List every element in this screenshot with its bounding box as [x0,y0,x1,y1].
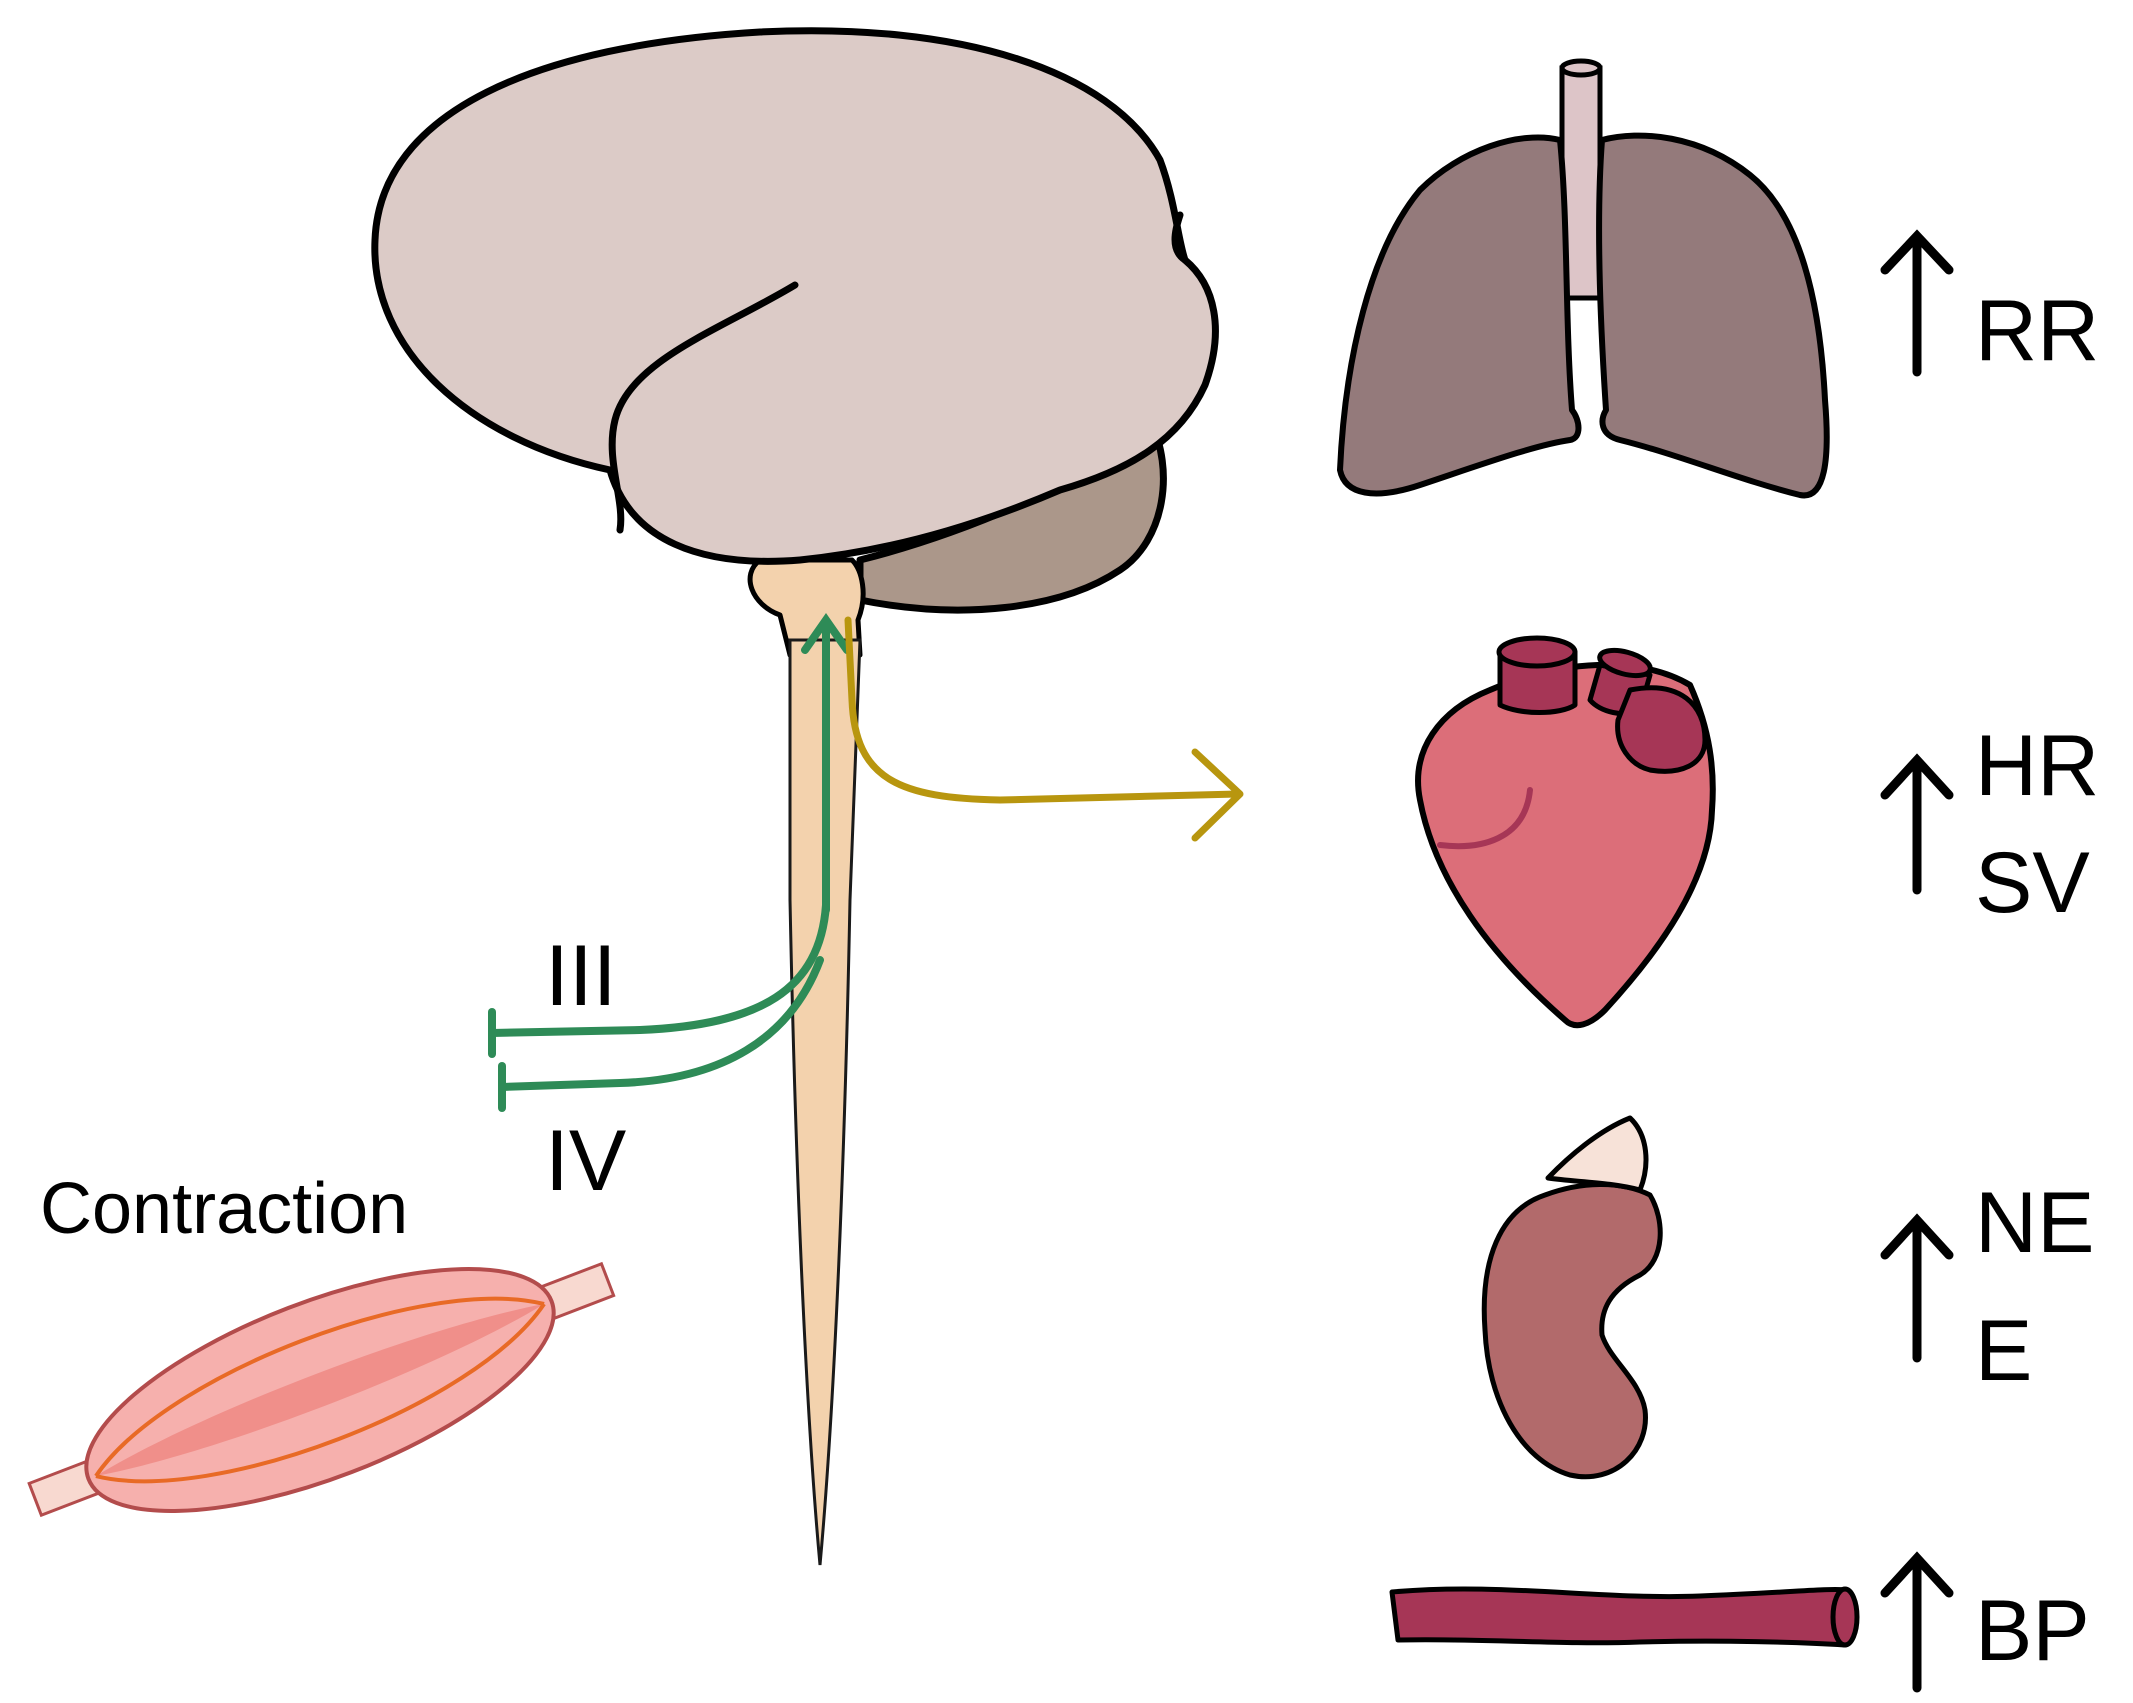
adrenal-gland-icon [1481,1115,1663,1480]
group-iv-fiber [498,956,824,1091]
cerebrum [371,27,1219,565]
efferent-arrowhead [1191,748,1244,842]
heart-icon [1415,635,1716,1029]
vessel-body [1389,1586,1848,1648]
lung-left [1337,134,1582,497]
up-arrow-icon [1880,1551,1954,1693]
blood-vessel-icon [1389,1586,1860,1648]
up-arrow-icon [1880,229,1954,377]
up-arrow-icon [1880,1213,1954,1363]
trachea-top [1559,58,1603,78]
label-contraction: Contraction [40,1169,408,1249]
muscle-fiber-band [95,1303,545,1477]
label-group-iii: III [545,928,617,1024]
afferent-pathway [488,613,851,1112]
muscle-fiber-1 [94,1296,545,1478]
response-heart-line2: SV [1975,835,2090,931]
adrenal-body [1481,1182,1663,1480]
response-lungs-line1: RR [1975,283,2099,379]
atrium [1615,685,1708,774]
lung-right [1596,132,1830,499]
muscle-icon [27,1261,616,1518]
brain-icon [371,27,1219,658]
response-heart-line1: HR [1975,718,2099,814]
spinal-cord [788,638,862,1566]
response-vessel-line1: BP [1975,1583,2090,1679]
coronary-vessel [1437,787,1533,850]
muscle-fiber-2 [95,1302,546,1484]
temporal-lobe-edge [1171,211,1189,264]
afferent-arrowhead [801,613,851,654]
up-arrow-icon [1880,753,1954,895]
lungs-icon [1337,58,1830,499]
aorta-top [1496,635,1578,669]
response-adrenal-line2: E [1975,1303,2032,1399]
label-group-iv: IV [545,1113,626,1209]
response-adrenal-line1: NE [1975,1175,2094,1271]
group-iii-fiber [488,901,830,1037]
pulmonary-trunk-top [1597,647,1653,679]
efferent-fiber [844,616,1242,804]
efferent-pathway [844,616,1244,842]
adrenal-cap [1545,1115,1649,1193]
vessel-end [1830,1586,1860,1648]
lateral-sulcus [608,281,799,534]
aorta [1497,649,1578,715]
